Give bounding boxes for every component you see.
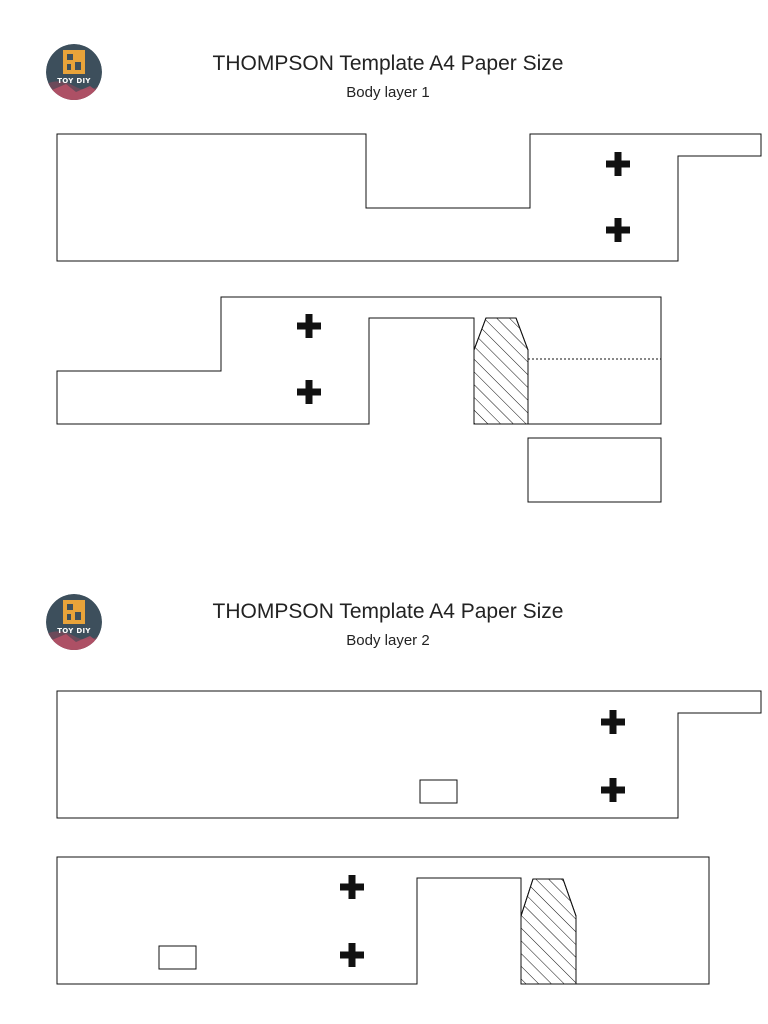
slot: [419, 779, 458, 804]
page-title-2: THOMPSON Template A4 Paper Size: [212, 600, 564, 623]
logo-text: TOY DIY: [57, 77, 91, 85]
hatched-tab: [520, 878, 577, 985]
plus-icon: [601, 778, 625, 802]
toy-diy-logo: TOY DIY: [46, 44, 102, 100]
page-subtitle-1: Body layer 1: [346, 84, 430, 101]
plus-icon: [340, 943, 364, 967]
layer1-piece-b: [56, 296, 662, 425]
layer1-piece-a: [56, 133, 762, 262]
plus-icon: [606, 152, 630, 176]
page-subtitle-2: Body layer 2: [346, 632, 430, 649]
toy-diy-logo: TOY DIY: [46, 594, 102, 650]
layer2-piece-b: [56, 856, 710, 985]
plus-icon: [340, 875, 364, 899]
layer1-piece-c: [527, 437, 662, 503]
page-title-1: THOMPSON Template A4 Paper Size: [212, 52, 564, 75]
plus-icon: [297, 314, 321, 338]
hatched-tab: [473, 317, 529, 425]
plus-icon: [606, 218, 630, 242]
plus-icon: [297, 380, 321, 404]
plus-icon: [601, 710, 625, 734]
slot: [158, 945, 197, 970]
logo-text: TOY DIY: [57, 627, 91, 635]
layer2-piece-a: [56, 690, 762, 819]
